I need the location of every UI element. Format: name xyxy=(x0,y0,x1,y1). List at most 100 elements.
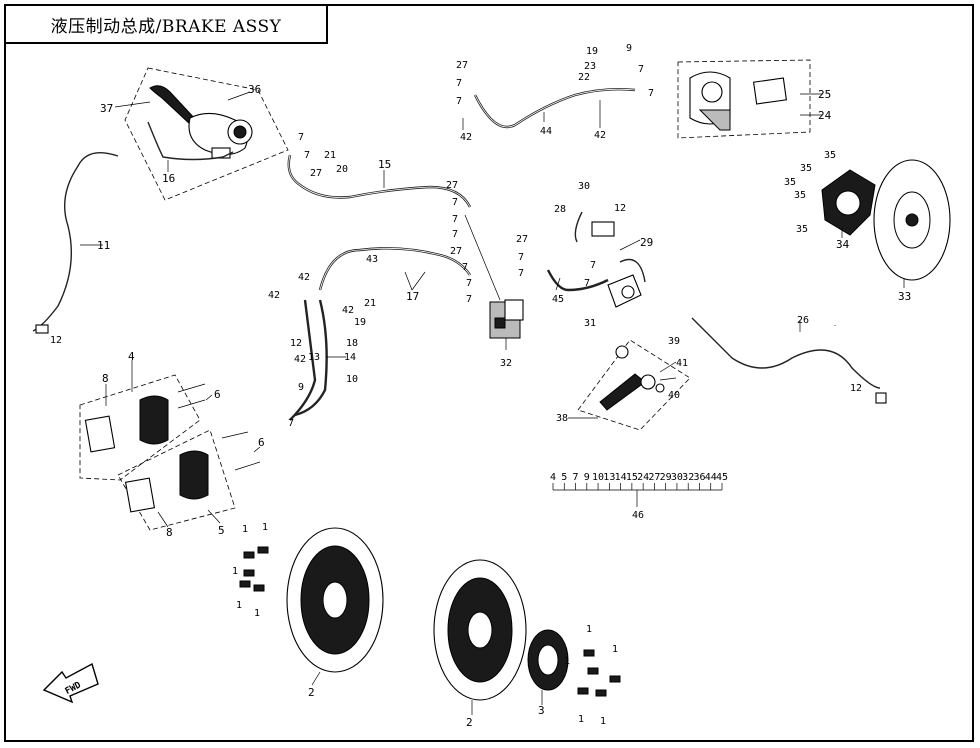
kit-46-bracket xyxy=(553,489,722,507)
kit-46-member-45: 45 xyxy=(716,472,728,483)
callout-14: 14 xyxy=(344,352,356,363)
callout-19-a: 19 xyxy=(586,46,598,57)
callout-18: 18 xyxy=(346,338,358,349)
callout-7-o: 7 xyxy=(590,260,596,271)
callout-21-b: 21 xyxy=(364,298,376,309)
kit-46-member-44: 44 xyxy=(705,472,717,483)
callout-2-a: 2 xyxy=(308,686,315,699)
front-master-cylinder xyxy=(188,112,253,159)
front-brake-disc-left xyxy=(286,527,384,673)
rear-caliper-group-outline xyxy=(677,59,811,139)
front-speed-sensor-wire xyxy=(32,152,119,332)
callout-13: 13 xyxy=(308,352,320,363)
rear-brake-reservoir xyxy=(574,211,615,243)
disc-carrier-3 xyxy=(527,629,569,691)
callout-7-q: 7 xyxy=(288,418,294,429)
callout-27-e: 27 xyxy=(516,234,528,245)
callout-22: 22 xyxy=(578,72,590,83)
callout-7-b: 7 xyxy=(304,150,310,161)
callout-1-e: 1 xyxy=(254,608,260,619)
front-brake-pad-lower xyxy=(124,477,156,513)
callout-1-h: 1 xyxy=(564,656,570,667)
callout-42-c: 42 xyxy=(298,272,310,283)
callout-31: 31 xyxy=(584,318,596,329)
rear-brake-disc xyxy=(873,159,951,281)
callout-8-b: 8 xyxy=(166,526,173,539)
callout-12-rear-sensor: 12 xyxy=(850,383,862,394)
callout-27-d: 27 xyxy=(450,246,462,257)
diagram-title: 液压制动总成/BRAKE ASSY xyxy=(4,4,328,44)
callout-43: 43 xyxy=(366,254,378,265)
callout-37: 37 xyxy=(100,102,113,115)
callout-46: 46 xyxy=(632,510,644,521)
front-caliper-group-outline-lower xyxy=(117,429,236,531)
callout-10: 10 xyxy=(346,374,358,385)
callout-34: 34 xyxy=(836,238,850,251)
callout-24: 24 xyxy=(818,109,832,122)
kit-46-member-24: 24 xyxy=(637,472,649,483)
callout-7-c: 7 xyxy=(456,78,462,89)
callout-5: 5 xyxy=(218,524,225,537)
callout-12-hose: 12 xyxy=(290,338,302,349)
callout-1-j: 1 xyxy=(600,716,606,727)
kit-46-member-29: 29 xyxy=(660,472,672,483)
callout-35-c: 35 xyxy=(784,177,796,188)
callout-7-n: 7 xyxy=(518,268,524,279)
callout-27-a: 27 xyxy=(310,168,322,179)
front-brake-hose-13 xyxy=(289,299,317,421)
callout-38: 38 xyxy=(556,413,568,424)
callout-44: 44 xyxy=(540,126,552,137)
callout-19-b: 19 xyxy=(354,317,366,328)
callout-6-b: 6 xyxy=(258,436,265,449)
kit-46-member-4: 4 xyxy=(550,472,556,483)
kit-46-member-5: 5 xyxy=(561,472,567,483)
callout-30: 30 xyxy=(578,181,590,192)
callout-9-a: 9 xyxy=(626,43,632,54)
callout-45: 45 xyxy=(552,294,564,305)
callout-7-p: 7 xyxy=(584,278,590,289)
kit-46-member-14: 14 xyxy=(615,472,627,483)
rear-disc-carrier xyxy=(821,169,876,236)
callout-3: 3 xyxy=(538,704,545,717)
master-cylinder-group-outline xyxy=(124,67,289,201)
callout-1-d: 1 xyxy=(236,600,242,611)
callout-1-f: 1 xyxy=(586,624,592,635)
brake-switch-wire-16 xyxy=(147,121,234,161)
front-brake-hose-14 xyxy=(294,299,328,417)
callout-42-a: 42 xyxy=(460,132,472,143)
callout-12-reservoir: 12 xyxy=(614,203,626,214)
callout-20: 20 xyxy=(336,164,348,175)
kit-46-member-30: 30 xyxy=(671,472,683,483)
kit-46-member-13: 13 xyxy=(603,472,615,483)
callout-2-b: 2 xyxy=(466,716,473,729)
callout-7-e: 7 xyxy=(638,64,644,75)
callout-40: 40 xyxy=(668,390,680,401)
callout-42-e: 42 xyxy=(342,305,354,316)
callout-27-c: 27 xyxy=(446,180,458,191)
disc-bolts xyxy=(239,546,621,697)
callout-1-c: 1 xyxy=(232,566,238,577)
kit-46-member-36: 36 xyxy=(693,472,705,483)
callout-7-k: 7 xyxy=(466,278,472,289)
rear-sensor-connector xyxy=(875,392,887,404)
kit-46-member-15: 15 xyxy=(626,472,638,483)
front-brake-disc-right xyxy=(433,559,527,701)
kit-46-member-7: 7 xyxy=(573,472,579,483)
kit-46-member-32: 32 xyxy=(682,472,694,483)
front-brake-caliper-upper xyxy=(139,395,169,445)
callout-42-f: 42 xyxy=(294,354,306,365)
callout-16: 16 xyxy=(162,172,175,185)
rear-speed-sensor-wire xyxy=(691,317,881,389)
callout-1-a: 1 xyxy=(242,524,248,535)
callout-7-a: 7 xyxy=(298,132,304,143)
callout-1-g: 1 xyxy=(612,644,618,655)
rear-brake-pedal xyxy=(599,345,665,411)
kit-46-member-10: 10 xyxy=(592,472,604,483)
callout-4: 4 xyxy=(128,350,135,363)
callout-23: 23 xyxy=(584,61,596,72)
rear-brake-pedal-group-outline xyxy=(577,339,691,431)
callout-7-i: 7 xyxy=(452,229,458,240)
callout-15: 15 xyxy=(378,158,391,171)
callout-25: 25 xyxy=(818,88,831,101)
